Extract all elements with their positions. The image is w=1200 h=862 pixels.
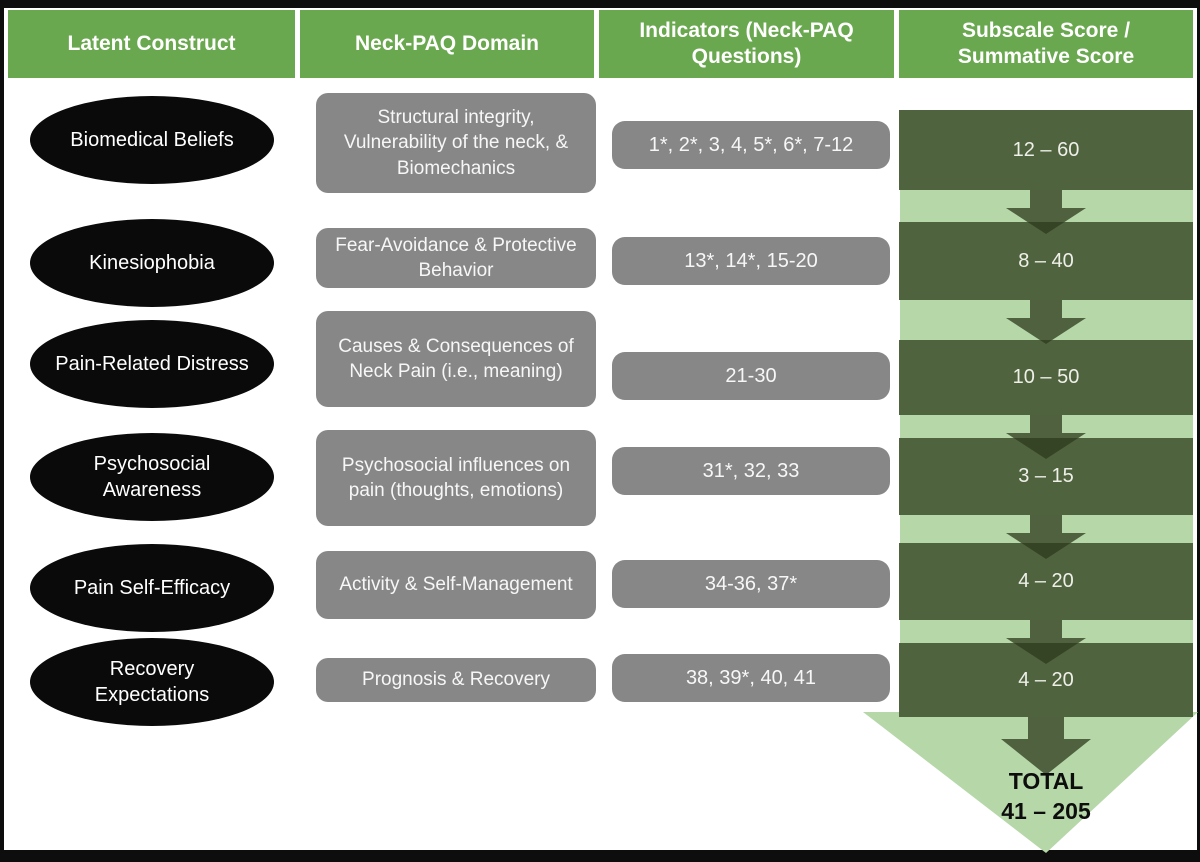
frame-border-top: [0, 0, 1200, 8]
indicators-box: 34-36, 37*: [612, 560, 890, 608]
frame-border-right: [1197, 0, 1200, 862]
indicators-box: 21-30: [612, 352, 890, 400]
construct-ellipse: Psychosocial Awareness: [30, 433, 274, 521]
score-box: 12 – 60: [899, 110, 1193, 190]
domain-box: Structural integrity, Vulnerability of t…: [316, 93, 596, 193]
total-score: TOTAL 41 – 205: [946, 766, 1146, 826]
total-range: 41 – 205: [1001, 798, 1091, 824]
domain-box: Activity & Self-Management: [316, 551, 596, 619]
indicators-box: 13*, 14*, 15-20: [612, 237, 890, 285]
domain-box: Fear-Avoidance & Protective Behavior: [316, 228, 596, 288]
construct-ellipse: Kinesiophobia: [30, 219, 274, 307]
construct-ellipse: Pain-Related Distress: [30, 320, 274, 408]
score-box: 10 – 50: [899, 340, 1193, 415]
domain-box: Psychosocial influences on pain (thought…: [316, 430, 596, 526]
construct-ellipse: Pain Self-Efficacy: [30, 544, 274, 632]
score-box: 8 – 40: [899, 222, 1193, 300]
indicators-box: 1*, 2*, 3, 4, 5*, 6*, 7-12: [612, 121, 890, 169]
header-indicators: Indicators (Neck-PAQ Questions): [599, 10, 894, 78]
frame-border-left: [0, 0, 4, 862]
domain-box: Prognosis & Recovery: [316, 658, 596, 702]
total-label: TOTAL: [1008, 768, 1084, 794]
domain-box: Causes & Consequences of Neck Pain (i.e.…: [316, 311, 596, 407]
construct-ellipse: Biomedical Beliefs: [30, 96, 274, 184]
header-neck-paq-domain: Neck-PAQ Domain: [300, 10, 594, 78]
indicators-box: 31*, 32, 33: [612, 447, 890, 495]
construct-ellipse: Recovery Expectations: [30, 638, 274, 726]
header-latent-construct: Latent Construct: [8, 10, 295, 78]
frame-border-bottom: [0, 850, 1200, 862]
header-subscale-score: Subscale Score / Summative Score: [899, 10, 1193, 78]
indicators-box: 38, 39*, 40, 41: [612, 654, 890, 702]
